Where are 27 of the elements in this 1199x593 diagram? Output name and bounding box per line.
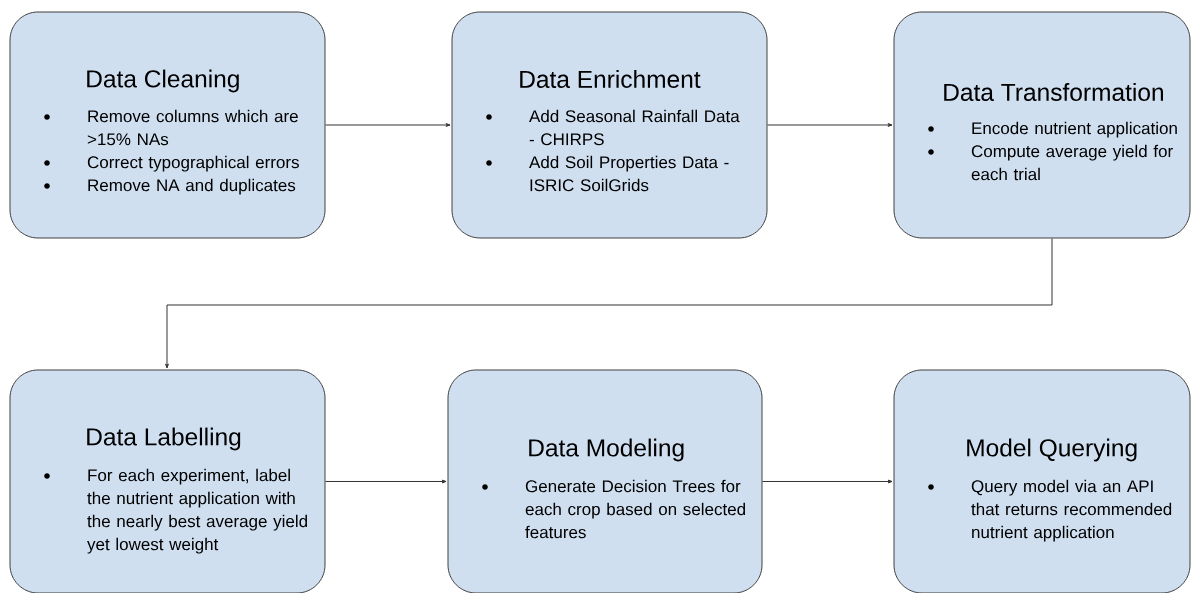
bullet-item: For each experiment, label the nutrient application with the nearly best average yield yet lowest weight — [44, 468, 307, 554]
bullet-item: Correct typographical errors — [44, 155, 299, 172]
bullet-item: Compute average yield for each trial — [928, 144, 1173, 181]
process-box — [893, 369, 1191, 593]
process-box — [447, 369, 763, 593]
bullet-item: Remove columns which are >15% NAs — [44, 109, 298, 146]
box-title: Model Querying — [967, 438, 1137, 462]
process-box — [9, 11, 326, 239]
bullet-item: Add Soil Properties Data - ISRIC SoilGrids — [486, 155, 729, 192]
process-box — [9, 369, 326, 593]
arrow — [165, 238, 1053, 369]
arrow — [762, 479, 893, 484]
bullet-item: Encode nutrient application — [928, 121, 1177, 138]
bullet-item: Remove NA and duplicates — [44, 178, 296, 195]
arrow — [325, 123, 451, 127]
box-title: Data Transformation — [944, 83, 1163, 101]
box-title: Data Cleaning — [87, 69, 239, 93]
arrow — [325, 479, 447, 484]
process-box — [893, 11, 1191, 239]
bullet-item: Query model via an API that returns recommended nutrient application — [928, 479, 1172, 542]
arrow — [767, 123, 893, 127]
bullet-item: Generate Decision Trees for each crop based on selected features — [482, 479, 745, 539]
box-title: Data Modeling — [529, 438, 684, 462]
process-box — [451, 11, 768, 239]
box-title: Data Labelling — [87, 427, 241, 451]
box-title: Data Enrichment — [520, 70, 701, 88]
bullet-item: Add Seasonal Rainfall Data - CHIRPS — [486, 109, 740, 146]
